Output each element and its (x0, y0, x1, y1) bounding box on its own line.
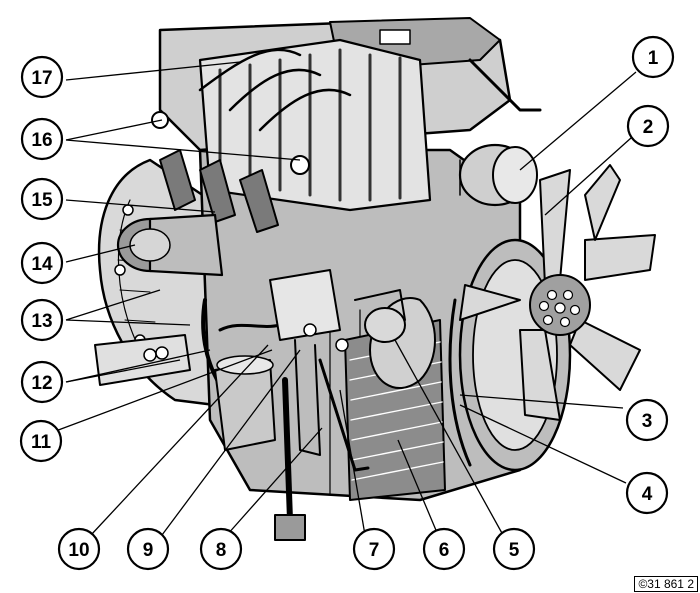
callout-8: 8 (199, 527, 243, 571)
leader-17 (65, 61, 241, 81)
callout-number: 3 (642, 411, 653, 432)
callout-circle (625, 398, 669, 442)
callout-circle (199, 527, 243, 571)
callout-circle (352, 527, 396, 571)
callout-13: 13 (20, 298, 64, 342)
leader-2 (544, 137, 632, 216)
callout-number: 12 (31, 373, 52, 394)
callout-circle (625, 471, 669, 515)
callout-number: 7 (369, 540, 380, 561)
leader-4 (459, 404, 627, 484)
callout-10: 10 (57, 527, 101, 571)
callout-number: 9 (143, 540, 154, 561)
callout-6: 6 (422, 527, 466, 571)
callout-circle (20, 241, 64, 285)
callout-7: 7 (352, 527, 396, 571)
callout-circle (20, 360, 64, 404)
callout-circle (492, 527, 536, 571)
injection-pump (198, 38, 432, 212)
leader-lines (52, 61, 637, 536)
callout-14: 14 (20, 241, 64, 285)
callout-4: 4 (625, 471, 669, 515)
callout-number: 17 (31, 68, 52, 89)
callout-number: 10 (68, 540, 89, 561)
callout-circle (20, 55, 64, 99)
leader-6 (397, 439, 439, 536)
callout-number: 1 (648, 48, 659, 69)
leader-16b (65, 139, 301, 161)
callout-number: 14 (31, 254, 53, 275)
reference-code: ©31 861 2 (634, 576, 698, 592)
callout-2: 2 (626, 104, 670, 148)
leader-11 (52, 349, 273, 433)
callout-9: 9 (126, 527, 170, 571)
callout-circle (422, 527, 466, 571)
callout-number: 6 (439, 540, 450, 561)
callout-circle (626, 104, 670, 148)
callout-17: 17 (20, 55, 64, 99)
callout-circle (126, 527, 170, 571)
callout-5: 5 (492, 527, 536, 571)
leader-5 (394, 339, 504, 536)
leader-10 (90, 344, 269, 536)
leader-3 (459, 394, 624, 409)
leader-12a (65, 349, 211, 383)
callout-number: 11 (31, 432, 52, 453)
callout-12: 12 (20, 360, 64, 404)
engine-block (198, 148, 522, 502)
callout-number: 4 (642, 484, 653, 505)
leader-1 (519, 71, 637, 171)
callout-16: 16 (20, 117, 64, 161)
callout-number: 8 (216, 540, 227, 561)
callout-circle (631, 35, 675, 79)
starter-motor (116, 213, 224, 277)
callout-number: 2 (643, 117, 654, 138)
leader-14 (65, 244, 136, 263)
callout-circle (20, 117, 64, 161)
callout-circle (19, 419, 63, 463)
callout-number: 15 (31, 190, 53, 211)
dipstick-tube (274, 377, 306, 541)
injectors (151, 111, 310, 233)
callout-number: 5 (509, 540, 520, 561)
callout-11: 11 (19, 419, 63, 463)
callout-number: 13 (31, 311, 52, 332)
callout-circle (57, 527, 101, 571)
leader-7 (339, 389, 366, 536)
leader-15 (65, 199, 216, 213)
callout-3: 3 (625, 398, 669, 442)
leader-13a (65, 319, 191, 326)
callout-number: 16 (31, 130, 52, 151)
leader-8 (226, 427, 323, 536)
leader-13b (65, 289, 161, 321)
callout-15: 15 (20, 177, 64, 221)
leader-16a (65, 119, 163, 141)
leader-12b (65, 359, 181, 383)
oil-filter (214, 355, 276, 451)
engine-illustration (94, 17, 656, 541)
leader-9 (161, 349, 301, 536)
callout-circle (20, 177, 64, 221)
fuel-feed-pump (354, 289, 406, 343)
callout-1: 1 (631, 35, 675, 79)
callout-circle (20, 298, 64, 342)
control-linkage (269, 269, 370, 472)
alternator (458, 143, 538, 207)
